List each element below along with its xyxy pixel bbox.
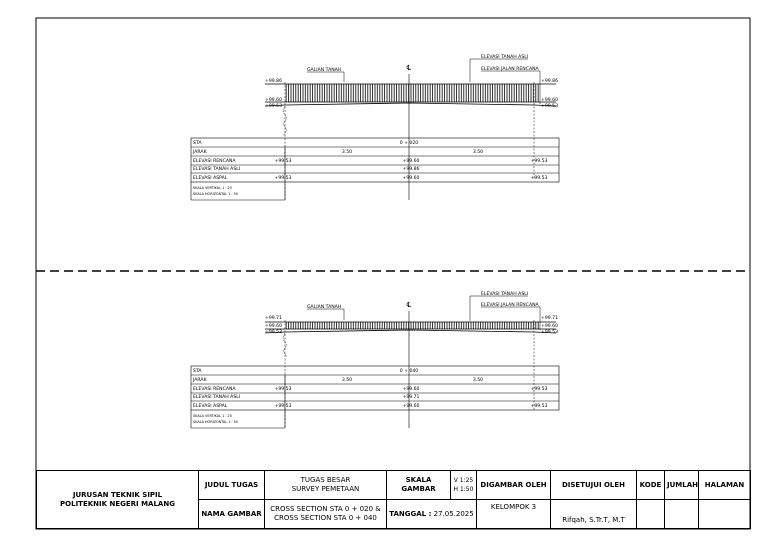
jarak-value: 3.50: [473, 149, 483, 155]
skala-label: SKALA GAMBAR: [386, 470, 451, 500]
jalan-rencana-label: ELEVASI JALAN RENCANA: [481, 66, 540, 72]
skala-cell: V 1:25 H 1:50: [450, 470, 477, 500]
elev-label: +99.53: [541, 103, 558, 109]
row-label: ELEVASI TANAH ASLI: [193, 166, 240, 172]
skala-v: V 1:25: [453, 477, 474, 484]
row-label: ELEVASI ASPAL: [193, 175, 228, 181]
elev-value: +99.53: [274, 386, 291, 392]
section-data-table: STA 0 + 040 JARAK 3.50 3.50 ELEVASI RENC…: [190, 365, 560, 429]
elev-label: +99.86: [541, 78, 558, 84]
elev-label: +99.60: [265, 97, 282, 103]
row-label: STA: [193, 140, 202, 146]
scale-note: SKALA VERTIKAL 1 : 25: [193, 186, 232, 190]
kode-label: KODE: [636, 470, 665, 500]
row-label: STA: [193, 368, 202, 374]
institution-cell: JURUSAN TEKNIK SIPIL POLITEKNIK NEGERI M…: [36, 470, 199, 529]
scale-note: SKALA HORIZONTAL 1 : 50: [193, 420, 238, 424]
row-label: JARAK: [192, 377, 208, 383]
institution-line1: JURUSAN TEKNIK SIPIL: [72, 490, 163, 499]
elev-label: +99.53: [265, 103, 282, 109]
elev-value: +99.60: [402, 175, 419, 181]
institution-line2: POLITEKNIK NEGERI MALANG: [60, 499, 175, 508]
galian-label: GALIAN TANAH: [307, 304, 341, 310]
galian-hatch: [285, 84, 539, 102]
jumlah-label: JUMLAH: [664, 470, 699, 500]
nama-gambar-cell: CROSS SECTION STA 0 + 020 & CROSS SECTIO…: [264, 499, 387, 529]
judul-cell: TUGAS BESAR SURVEY PEMETAAN: [264, 470, 387, 500]
nama-gambar-label: NAMA GAMBAR: [198, 499, 265, 529]
tanah-asli-label: ELEVASI TANAH ASLI: [481, 291, 528, 297]
disetujui-label: DISETUJUI OLEH: [550, 470, 637, 500]
judul-line2: SURVEY PEMETAAN: [291, 485, 360, 493]
elev-value: +99.60: [402, 403, 419, 409]
elev-value: +99.53: [274, 403, 291, 409]
halaman-label: HALAMAN: [698, 470, 751, 500]
judul-line1: TUGAS BESAR: [300, 476, 351, 484]
halaman-value: [698, 499, 751, 529]
elev-value: +99.53: [530, 386, 547, 392]
jarak-value: 3.50: [342, 377, 352, 383]
tanggal-cell: TANGGAL : 27.05.2025: [386, 499, 477, 529]
elev-label: +99.86: [265, 78, 282, 84]
nama-gambar-line2: CROSS SECTION STA 0 + 040: [274, 514, 377, 522]
jumlah-value: [664, 499, 699, 529]
centerline-symbol: ℄: [407, 64, 412, 72]
elev-value: +99.53: [274, 158, 291, 164]
jarak-value: 3.50: [473, 377, 483, 383]
elev-label: +99.53: [265, 329, 282, 335]
scale-note: SKALA HORIZONTAL 1 : 50: [193, 192, 238, 196]
row-label: ELEVASI TANAH ASLI: [193, 394, 240, 400]
tanggal-label: TANGGAL :: [389, 509, 432, 518]
row-label: ELEVASI RENCANA: [193, 158, 236, 164]
section-data-table: STA 0 + 020 JARAK 3.50 3.50 ELEVASI RENC…: [190, 137, 560, 201]
elev-value: +99.53: [530, 403, 547, 409]
elev-label: +99.60: [265, 323, 282, 329]
sta-value: 0 + 040: [400, 368, 419, 374]
judul-label: JUDUL TUGAS: [198, 470, 265, 500]
tanah-asli-label: ELEVASI TANAH ASLI: [481, 54, 528, 60]
elev-value: +99.53: [530, 158, 547, 164]
galian-hatch: [285, 322, 539, 329]
row-label: ELEVASI ASPAL: [193, 403, 228, 409]
tanggal-value: 27.05.2025: [433, 509, 474, 518]
sta-value: 0 + 020: [400, 140, 419, 146]
galian-label: GALIAN TANAH: [307, 67, 341, 73]
elev-value: +99.53: [274, 175, 291, 181]
elev-value: +99.60: [402, 386, 419, 392]
elev-value: +99.60: [402, 158, 419, 164]
elev-label: +99.53: [541, 329, 558, 335]
elev-value: +99.71: [402, 394, 419, 400]
digambar-value: KELOMPOK 3: [476, 499, 551, 529]
skala-h: H 1:50: [453, 486, 474, 493]
digambar-label: DIGAMBAR OLEH: [476, 470, 551, 500]
elev-label: +99.71: [541, 315, 558, 321]
elev-label: +99.71: [265, 315, 282, 321]
jalan-rencana-label: ELEVASI JALAN RENCANA: [481, 302, 540, 308]
jarak-value: 3.50: [342, 149, 352, 155]
elev-label: +99.60: [541, 323, 558, 329]
elev-value: +99.53: [530, 175, 547, 181]
disetujui-value: Rifqah, S.Tr.T, M.T: [550, 499, 637, 529]
scale-note: SKALA VERTIKAL 1 : 25: [193, 414, 232, 418]
centerline-symbol: ℄: [407, 301, 412, 309]
cross-section-2: ℄ GALIAN TANAH ELEVASI TANAH ASLI ELEVAS…: [190, 291, 560, 429]
kode-value: [636, 499, 665, 529]
aspal-line: [264, 102, 557, 107]
cross-section-1: ℄ GALIAN TANAH ELEVASI TANAH ASLI ELEVAS…: [190, 54, 560, 201]
row-label: ELEVASI RENCANA: [193, 386, 236, 392]
row-label: JARAK: [192, 149, 208, 155]
elev-value: +99.86: [402, 166, 419, 172]
sheet-border: [35, 17, 751, 530]
elev-label: +99.60: [541, 97, 558, 103]
nama-gambar-line1: CROSS SECTION STA 0 + 020 &: [270, 505, 381, 513]
aspal-line: [264, 329, 557, 334]
title-block: JURUSAN TEKNIK SIPIL POLITEKNIK NEGERI M…: [36, 470, 751, 529]
